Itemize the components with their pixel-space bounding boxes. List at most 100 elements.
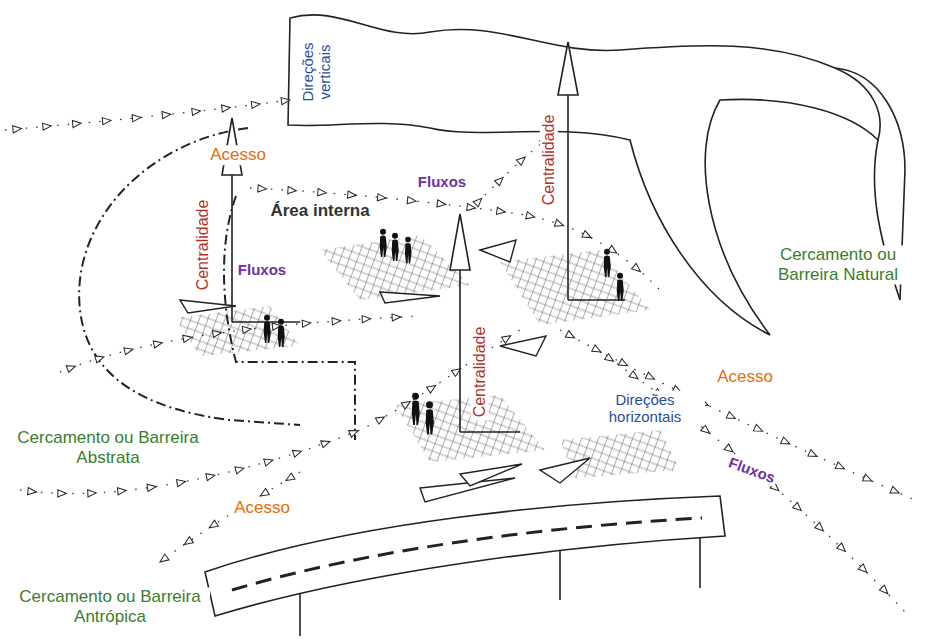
flow-arrowhead bbox=[407, 197, 416, 205]
flow-arrowhead bbox=[858, 564, 869, 575]
flow-arrowhead bbox=[192, 107, 201, 115]
natural-wall bbox=[288, 15, 905, 335]
flow-arrowhead bbox=[284, 473, 295, 484]
flow-arrowhead bbox=[437, 200, 446, 208]
flow-arrowhead bbox=[13, 125, 22, 133]
flow-arrowhead bbox=[147, 483, 156, 491]
flow-arrowhead bbox=[618, 359, 629, 369]
flow-arrowhead bbox=[554, 219, 564, 229]
flow-arrowhead bbox=[207, 520, 218, 531]
flow-arrowhead bbox=[582, 231, 593, 241]
vertical-arrow bbox=[222, 42, 625, 432]
flow-arrowhead bbox=[645, 372, 656, 382]
flow-arrowhead bbox=[264, 457, 274, 466]
flow-arrowhead bbox=[258, 185, 267, 193]
flow-arrowhead bbox=[863, 474, 874, 484]
area-label: Área interna bbox=[267, 201, 372, 221]
centrality-label: Centralidade bbox=[194, 197, 212, 294]
flow-arrowhead bbox=[58, 490, 67, 497]
flow-arrowhead bbox=[808, 450, 819, 460]
centrality-label: Centralidade bbox=[471, 324, 489, 421]
barrier-label: Cercamento ou Barreira Antrópica bbox=[10, 587, 210, 626]
centrality-label: Centralidade bbox=[540, 112, 558, 209]
flow-arrowhead bbox=[183, 334, 193, 343]
flow-arrowhead bbox=[451, 366, 462, 377]
flow-arrowhead bbox=[102, 117, 111, 125]
flow-arrowhead bbox=[526, 212, 536, 221]
people bbox=[264, 229, 624, 435]
flow-arrowhead bbox=[592, 345, 603, 355]
flow-arrowhead bbox=[753, 424, 764, 434]
flow-arrowhead bbox=[124, 346, 134, 355]
flow-arrowhead bbox=[292, 448, 302, 457]
access-label: Acesso bbox=[207, 145, 269, 165]
flow-arrowhead bbox=[288, 187, 297, 195]
flow-arrowhead bbox=[793, 502, 804, 513]
flow-arrowhead bbox=[117, 487, 126, 495]
horizontal-arrow bbox=[180, 240, 590, 502]
flow-arrowhead bbox=[496, 207, 505, 215]
flow-arrowhead bbox=[781, 437, 792, 447]
flow-arrowhead bbox=[302, 319, 311, 327]
flow-arrowhead bbox=[375, 414, 386, 424]
flow-arrowhead bbox=[72, 120, 81, 128]
flow-arrowhead bbox=[28, 488, 37, 496]
barrier-label: Cercamento ou Barreira Abstrata bbox=[13, 428, 203, 467]
flow-arrowhead bbox=[206, 472, 216, 481]
flow-arrowhead bbox=[88, 489, 97, 497]
flow-arrowhead bbox=[349, 427, 360, 437]
direction-label: Direções horizontais bbox=[585, 391, 705, 426]
flow-arrowhead bbox=[427, 382, 438, 393]
flow-arrowhead bbox=[392, 313, 401, 321]
flow-arrowhead bbox=[890, 486, 901, 496]
flow-arrowhead bbox=[701, 425, 712, 436]
flow-label: Fluxos bbox=[724, 453, 781, 488]
flow-arrowhead bbox=[182, 537, 193, 548]
flow-arrowhead bbox=[43, 122, 52, 130]
flow-arrowhead bbox=[347, 191, 356, 199]
flow-arrowhead bbox=[815, 522, 826, 533]
flow-arrowhead bbox=[467, 203, 476, 211]
flow-arrowhead bbox=[251, 100, 260, 108]
flow-arrowhead bbox=[473, 196, 484, 207]
flow-arrowhead bbox=[321, 438, 331, 448]
flow-arrowhead bbox=[362, 315, 371, 323]
barrier-label: Cercamento ou Barreira Natural bbox=[758, 245, 918, 284]
flow-arrowhead bbox=[835, 462, 846, 472]
flow-arrowhead bbox=[495, 175, 506, 186]
flow-arrowhead bbox=[66, 363, 76, 373]
flow-arrowhead bbox=[132, 114, 141, 122]
flow-arrowhead bbox=[222, 104, 231, 112]
flow-arrowhead bbox=[162, 111, 171, 119]
flow-arrowhead bbox=[281, 96, 290, 104]
flow-arrowhead bbox=[153, 339, 163, 348]
flow-label: Fluxos bbox=[415, 173, 469, 190]
flow-label: Fluxos bbox=[235, 261, 289, 278]
flow-arrowhead bbox=[401, 399, 412, 410]
access-label: Acesso bbox=[231, 498, 293, 518]
flow-arrowhead bbox=[605, 354, 616, 365]
flow-arrowhead bbox=[837, 543, 848, 554]
flow-arrowhead bbox=[565, 331, 576, 341]
flow-arrowhead bbox=[158, 554, 169, 565]
flow-arrowhead bbox=[332, 317, 341, 325]
flow-arrowhead bbox=[516, 154, 527, 165]
flow-arrowhead bbox=[726, 412, 737, 422]
flow-arrowhead bbox=[177, 478, 187, 487]
access-label: Acesso bbox=[714, 367, 776, 387]
flow-arrowhead bbox=[318, 189, 327, 197]
direction-label: Direções verticais bbox=[299, 27, 334, 117]
flow-arrowhead bbox=[629, 371, 640, 382]
bridge bbox=[205, 496, 725, 636]
flow-arrowhead bbox=[502, 333, 513, 344]
ground-patch bbox=[175, 235, 680, 478]
flow-arrowhead bbox=[632, 263, 643, 274]
flow-arrowhead bbox=[95, 353, 105, 362]
flow-arrowhead bbox=[377, 194, 386, 202]
flow-arrowhead bbox=[235, 465, 245, 474]
flow-arrowhead bbox=[879, 585, 890, 596]
abstract-boundary bbox=[79, 128, 355, 440]
flow-arrowhead bbox=[212, 329, 221, 337]
